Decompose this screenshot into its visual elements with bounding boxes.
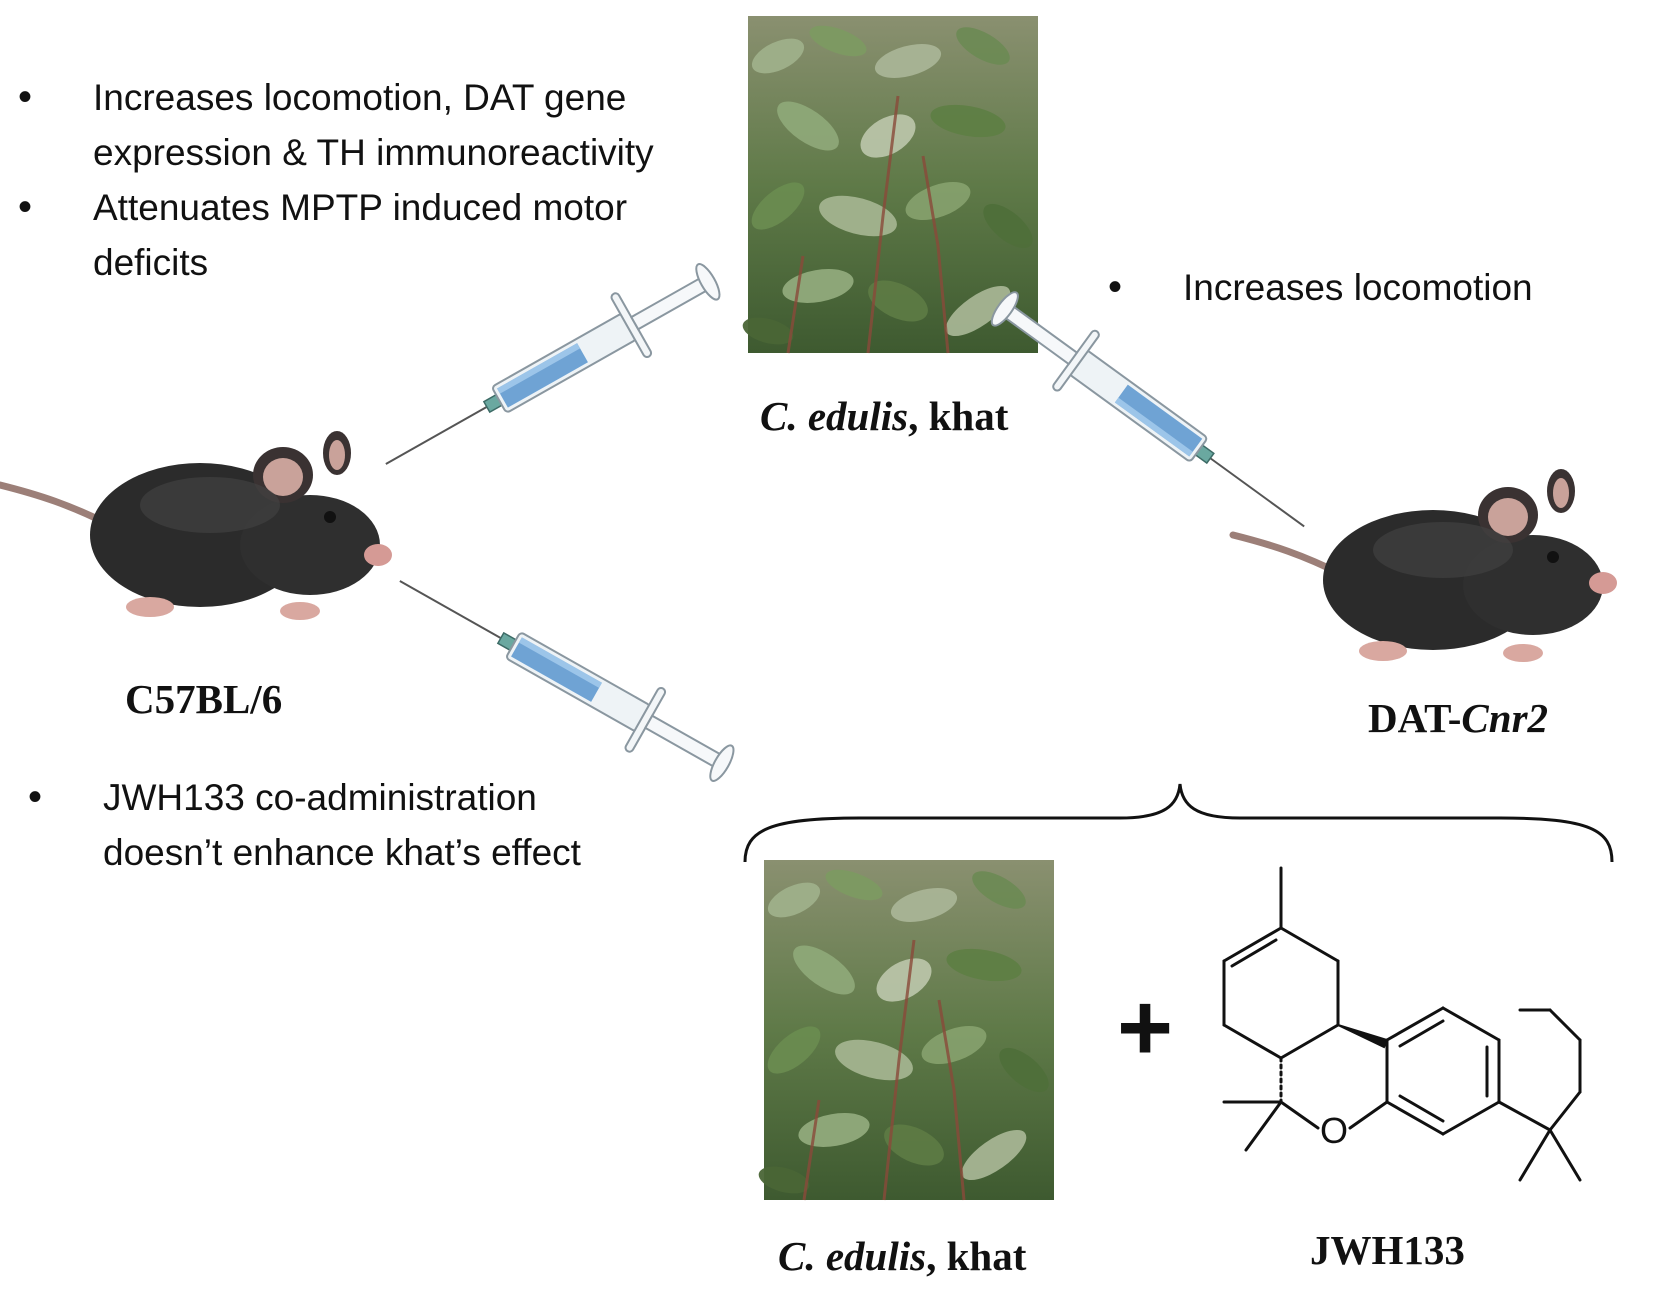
mouse-dat-cnr2-icon <box>1229 469 1617 662</box>
bullet-increases-locomotion: Increases locomotion <box>1108 260 1648 315</box>
syringe-icon-bottom <box>381 548 747 799</box>
oxygen-atom-label: O <box>1320 1110 1348 1151</box>
bullet-attenuates-mptp: Attenuates MPTP induced motor deficits <box>18 180 718 290</box>
curly-brace <box>743 783 1614 863</box>
bullet-increases-locomotion-dat: Increases locomotion, DAT gene expressio… <box>18 70 718 180</box>
jwh133-structure-icon <box>1222 866 1582 1182</box>
bottom-left-bullets: JWH133 co-administration doesn’t enhance… <box>28 770 628 880</box>
khat-plant-photo-bottom <box>758 860 1054 1201</box>
khat-label-top: C. edulis, khat <box>760 393 1009 439</box>
bullet-jwh133-coadministration: JWH133 co-administration doesn’t enhance… <box>28 770 628 880</box>
khat-label-bottom: C. edulis, khat <box>778 1233 1027 1279</box>
mouse-label-c57bl6: C57BL/6 <box>125 676 283 722</box>
top-right-bullets: Increases locomotion <box>1108 260 1648 315</box>
mouse-c57bl6-icon <box>0 431 392 620</box>
plus-sign: + <box>1117 974 1173 1081</box>
khat-plant-photo-top <box>742 16 1038 354</box>
syringe-icon-top-right <box>977 274 1327 557</box>
mouse-label-dat-cnr2: DAT-Cnr2 <box>1368 695 1549 741</box>
top-left-bullets: Increases locomotion, DAT gene expressio… <box>18 70 718 290</box>
syringe-icon-top-left <box>367 246 733 497</box>
jwh133-label: JWH133 <box>1310 1227 1465 1273</box>
